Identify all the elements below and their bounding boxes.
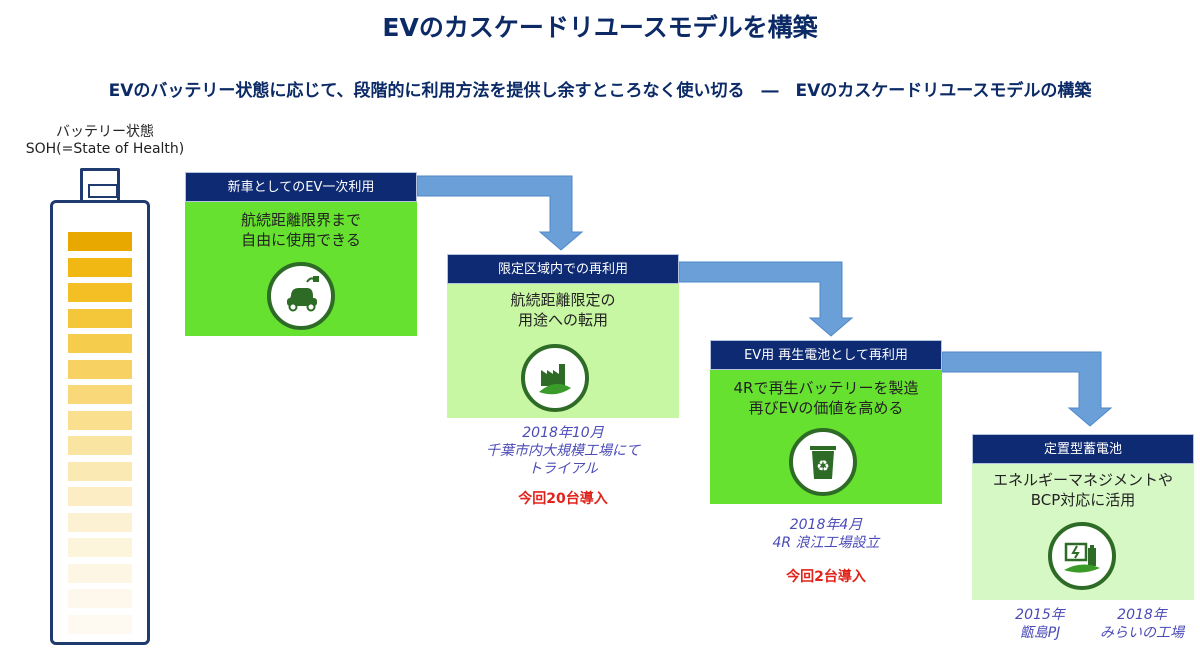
- battery-cap: [80, 168, 120, 200]
- battery-cell: [68, 614, 132, 634]
- page-subtitle: EVのバッテリー状態に応じて、段階的に利用方法を提供し余すところなく使い切る ―…: [108, 81, 1092, 101]
- stage4-note-b: 2018年 みらいの工場: [1090, 606, 1194, 642]
- stage2-note-line3: トライアル: [528, 461, 598, 477]
- battery-cell: [68, 589, 132, 608]
- stage3-count: 今回2台導入: [786, 569, 866, 585]
- battery-cell: [68, 232, 132, 251]
- page-title: EVのカスケードリユースモデルを構築: [382, 13, 818, 42]
- battery-state-label: バッテリー状態 SOH(=State of Health): [0, 124, 210, 158]
- stage3-desc-line2: 再びEVの価値を高める: [748, 399, 904, 417]
- stage3-note-line2: 4R 浪江工場設立: [772, 535, 880, 551]
- battery-cell: [68, 308, 132, 328]
- battery-label-line1: バッテリー状態: [56, 124, 154, 140]
- stage2-desc-line1: 航続距離限定の: [510, 291, 616, 309]
- svg-text:♻: ♻: [816, 457, 829, 475]
- stage3-panel: 4Rで再生バッテリーを製造 再びEVの価値を高める: [710, 370, 942, 504]
- stage3-note-line1: 2018年4月: [789, 517, 863, 533]
- stage1-header: 新車としてのEV一次利用: [185, 172, 417, 202]
- battery-cell: [68, 487, 132, 506]
- battery-cell: [68, 283, 132, 302]
- arrow-stage1-to-2: [416, 175, 584, 251]
- battery-cell: [68, 410, 132, 430]
- stage3-desc-line1: 4Rで再生バッテリーを製造: [733, 379, 919, 397]
- battery-cell: [68, 359, 132, 379]
- stage1-desc-line1: 航続距離限界まで: [240, 211, 361, 229]
- stage4-note-a-line2: 甑島PJ: [1019, 625, 1061, 641]
- stage2-header: 限定区域内での再利用: [447, 254, 679, 284]
- stage4-desc-line1: エネルギーマネジメントや: [992, 471, 1173, 489]
- stage2-desc-line2: 用途への転用: [517, 311, 608, 329]
- arrow-stage2-to-3: [678, 261, 854, 337]
- stage4-note-a-line1: 2015年: [1015, 607, 1065, 623]
- stage2-note: 2018年10月 千葉市内大規模工場にて トライアル: [447, 424, 679, 478]
- stage2-note-line1: 2018年10月: [522, 425, 604, 441]
- stage4-desc-line2: BCP対応に活用: [1030, 491, 1136, 509]
- battery-cell: [68, 563, 132, 583]
- stage4-note-b-line2: みらいの工場: [1100, 625, 1184, 641]
- battery-label-line2: SOH(=State of Health): [25, 141, 185, 157]
- battery-cell: [68, 512, 132, 532]
- battery-cell: [68, 385, 132, 404]
- stage2-count: 今回20台導入: [518, 491, 608, 507]
- recycle-bin-icon: ♻: [789, 428, 857, 496]
- battery-cell: [68, 334, 132, 353]
- stage4-header: 定置型蓄電池: [972, 434, 1194, 464]
- battery-cell: [68, 461, 132, 481]
- stage3-header: EV用 再生電池として再利用: [710, 340, 942, 370]
- factory-leaf-icon: [521, 344, 589, 412]
- stage3-note: 2018年4月 4R 浪江工場設立: [710, 516, 942, 552]
- stationary-battery-icon: [1048, 522, 1116, 590]
- battery-cell: [68, 257, 132, 277]
- arrow-stage3-to-4: [941, 351, 1113, 427]
- stage4-note-b-line1: 2018年: [1117, 607, 1167, 623]
- stage1-desc-line2: 自由に使用できる: [241, 231, 361, 249]
- battery-terminal: [88, 184, 118, 198]
- stage4-note-a: 2015年 甑島PJ: [1000, 606, 1080, 642]
- battery-cell: [68, 436, 132, 455]
- stage2-note-line2: 千葉市内大規模工場にて: [486, 443, 640, 459]
- battery-cell: [68, 538, 132, 557]
- ev-charging-car-icon: [267, 262, 335, 330]
